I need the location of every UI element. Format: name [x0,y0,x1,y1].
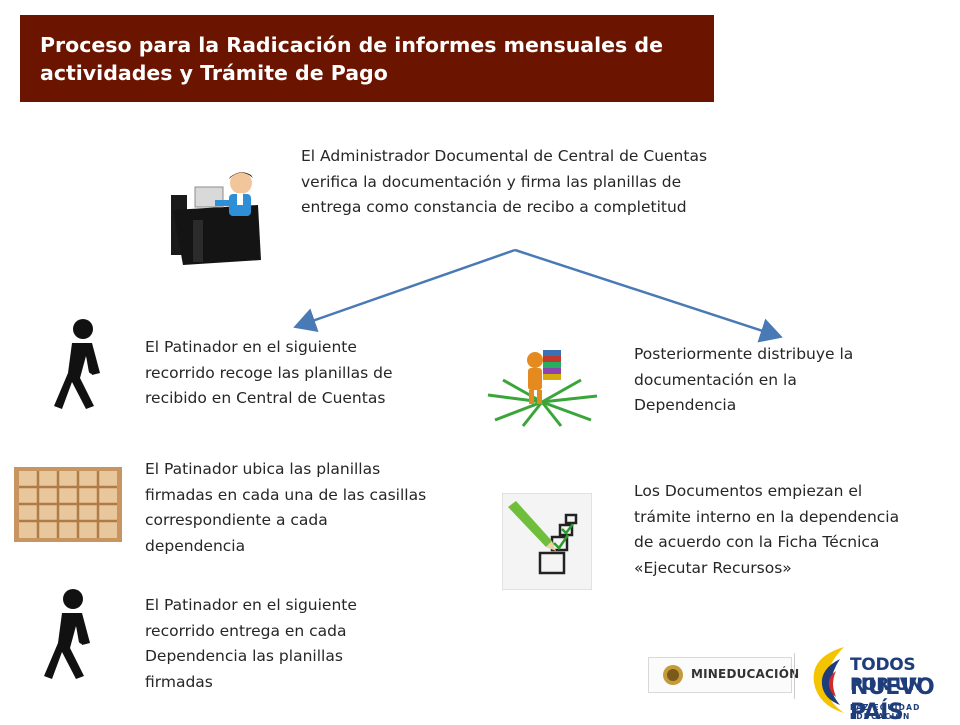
person-carrying-books-icon [483,340,601,428]
arrow-left [293,248,516,333]
title-banner: Proceso para la Radicación de informes m… [20,15,714,102]
mineducacion-label: MINEDUCACIÓN [691,667,800,681]
walking-person-icon [50,318,115,410]
todos-por-un-nuevo-pais-emblem-icon [813,647,844,713]
page-title: Proceso para la Radicación de informes m… [40,33,663,85]
logo-divider [794,653,795,699]
checklist-icon [502,493,592,590]
colombia-seal-icon [663,665,683,685]
walking-person-icon [40,588,105,680]
mineducacion-logo: MINEDUCACIÓN [648,657,799,693]
step-patinador-recoge-text: El Patinador en el siguiente recorrido r… [145,338,393,407]
step-admin-text: El Administrador Documental de Central d… [301,147,708,216]
mail-slots-shelf-icon [14,467,122,542]
footer-logos: MINEDUCACIÓN TODOS POR UN NUEVO PAÍS PAZ… [640,635,960,725]
tpun-line3: PAZ EQUIDAD EDUCACIÓN [850,703,921,721]
step-tramite-text: Los Documentos empiezan el trámite inter… [634,482,900,577]
step-distribuye-text: Posteriormente distribuye la documentaci… [634,345,854,414]
arrow-right [514,248,783,343]
step-patinador-entrega-text: El Patinador en el siguiente recorrido e… [145,596,357,691]
step-patinador-ubica-text: El Patinador ubica las planillas firmada… [145,460,427,555]
person-at-desk-icon [163,165,268,270]
tpun-line1: TODOS POR UN [850,655,923,695]
